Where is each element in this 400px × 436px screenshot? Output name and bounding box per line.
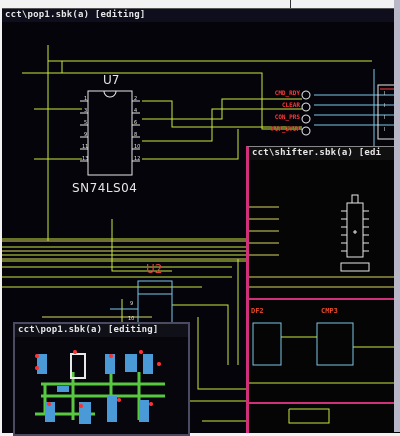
u7-part: SN74LS04	[72, 181, 138, 195]
signal-label-cmd-rdy: CMD_RDY	[274, 90, 300, 97]
blue-wires	[110, 69, 398, 330]
pcb-window[interactable]: cct\pop1.sbk(a) [editing]	[13, 322, 190, 436]
window-title-shifter[interactable]: cct\shifter.sbk(a) [edi	[249, 147, 400, 160]
u2-pin: 10	[128, 316, 135, 322]
u7-pin: 11	[82, 144, 89, 150]
u7-pin: 1	[84, 96, 88, 102]
bus-label: I	[384, 103, 386, 109]
connector-cmd-rdy	[301, 90, 311, 100]
connector-con-prs	[301, 114, 311, 124]
u7-pin: 13	[82, 156, 89, 162]
u7-pin: 12	[134, 156, 141, 162]
u7-pin: 2	[134, 96, 138, 102]
bus-connector[interactable]	[377, 84, 398, 140]
schematic-canvas[interactable]	[2, 9, 398, 433]
window-edge-line	[290, 0, 291, 8]
schematic-window-shifter[interactable]: cct\shifter.sbk(a) [edi	[246, 146, 400, 433]
u7-pin: 9	[84, 132, 88, 138]
shifter-canvas[interactable]	[249, 147, 400, 433]
u7-pin: 8	[134, 132, 138, 138]
cmp3-block[interactable]	[316, 322, 354, 366]
bus-label: I	[384, 127, 386, 133]
connector-clear	[301, 102, 311, 112]
signal-label-con-prs: CON_PRS	[274, 114, 300, 121]
right-window-edge	[394, 0, 400, 432]
bus-label: I	[384, 115, 386, 121]
u7-pin-stubs	[80, 100, 140, 162]
signal-label-pop-stop: POP_STOP	[271, 126, 300, 133]
pcb-components	[37, 353, 153, 424]
u2-pin: 9	[130, 301, 134, 307]
u7-ref: U7	[103, 73, 120, 87]
window-title-pcb[interactable]: cct\pop1.sbk(a) [editing]	[15, 324, 188, 337]
part-label-cmp3: CMP3	[321, 307, 338, 315]
signal-label-clear: CLEAR	[281, 102, 300, 109]
part-label-df2: DF2	[251, 307, 264, 315]
pcb-canvas[interactable]	[15, 324, 188, 434]
u7-pin: 5	[84, 120, 88, 126]
yellow-wires	[2, 240, 248, 318]
u7-pin: 6	[134, 120, 138, 126]
u7-pin: 3	[84, 108, 88, 114]
window-title-main[interactable]: cct\pop1.sbk(a) [editing]	[2, 9, 398, 22]
u7-pin: 4	[134, 108, 138, 114]
df2-block[interactable]	[252, 322, 282, 366]
connector-pop-stop	[301, 126, 311, 136]
u7-ic-body[interactable]	[87, 90, 133, 176]
u2-ref: U2	[146, 262, 163, 276]
pcb-pads	[35, 350, 161, 408]
connector-circles	[301, 90, 311, 136]
bus-label: I	[384, 91, 386, 97]
u7-pin: 10	[134, 144, 141, 150]
shifter-chip-symbol	[340, 194, 370, 272]
